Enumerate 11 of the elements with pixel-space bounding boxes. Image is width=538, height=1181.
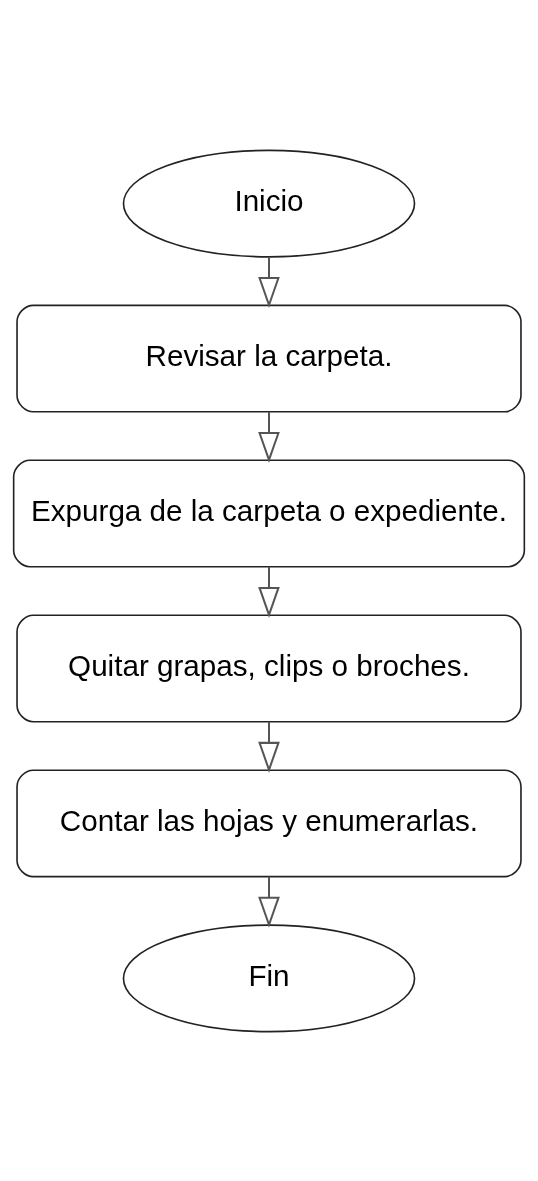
arrow [258,256,280,308]
node-ellipse: Inicio [122,149,416,258]
arrow [258,566,280,618]
node-ellipse: Fin [122,923,416,1032]
node-box: Expurga de la carpeta o expediente. [12,459,526,568]
arrow [258,411,280,463]
arrow [258,876,280,928]
node-box: Contar las hojas y enumerarlas. [16,768,522,877]
node-box: Revisar la carpeta. [16,304,522,413]
node-box: Quitar grapas, clips o broches. [16,613,522,722]
arrow [258,721,280,773]
